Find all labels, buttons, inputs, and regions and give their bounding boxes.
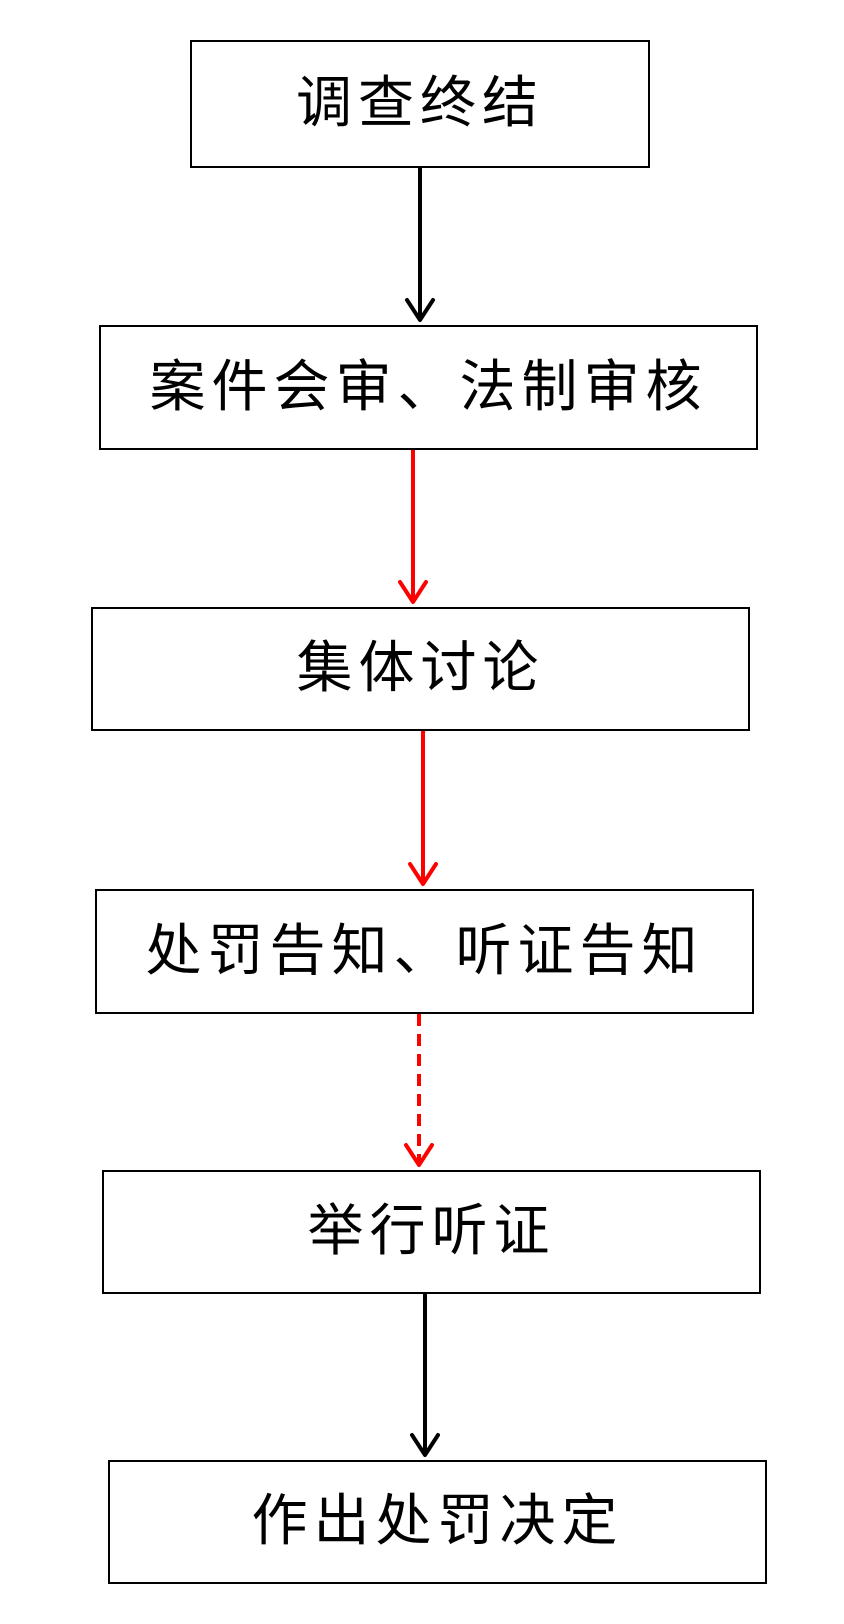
step-label: 集体讨论 (296, 636, 545, 701)
flow-arrow (410, 1294, 440, 1457)
arrow-head-icon (405, 298, 435, 322)
flow-arrow (404, 1014, 434, 1167)
step-label: 作出处罚决定 (251, 1489, 624, 1554)
step-box-hold-hearing: 举行听证 (102, 1170, 761, 1294)
step-box-group-discussion: 集体讨论 (91, 607, 750, 731)
flow-arrow (408, 731, 438, 886)
step-box-case-review: 案件会审、法制审核 (99, 325, 758, 450)
step-box-penalty-notice: 处罚告知、听证告知 (95, 889, 754, 1014)
arrow-head-icon (408, 862, 438, 886)
step-box-penalty-decision: 作出处罚决定 (108, 1460, 767, 1584)
step-label: 案件会审、法制审核 (149, 354, 708, 420)
flow-arrow (398, 450, 428, 604)
flow-arrow (405, 168, 435, 322)
step-label: 举行听证 (307, 1199, 556, 1264)
step-label: 处罚告知、听证告知 (145, 918, 704, 984)
arrow-head-icon (398, 580, 428, 604)
step-label: 调查终结 (296, 71, 544, 136)
arrow-head-icon (404, 1143, 434, 1167)
step-box-investigation-end: 调查终结 (190, 40, 650, 168)
arrow-head-icon (410, 1433, 440, 1457)
